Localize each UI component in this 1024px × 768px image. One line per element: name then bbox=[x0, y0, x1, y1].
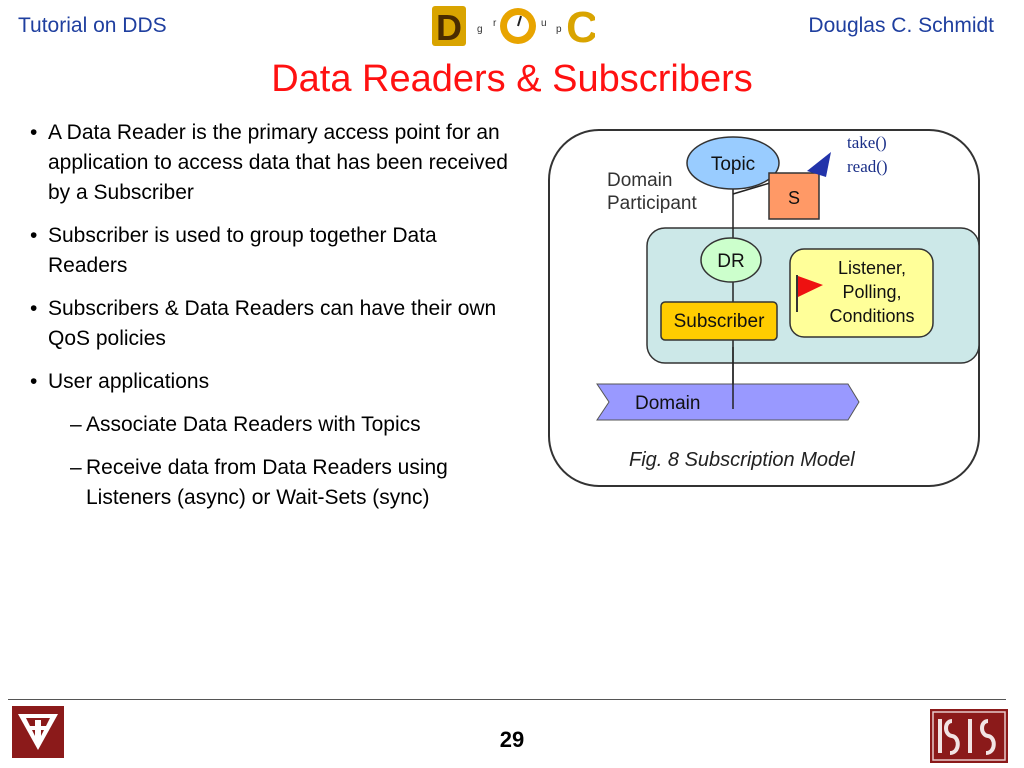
domain-participant-label-line2: Participant bbox=[607, 193, 697, 214]
header-author: Douglas C. Schmidt bbox=[808, 14, 994, 37]
logo-letter-d: D bbox=[436, 7, 462, 48]
logo-letter-u: u bbox=[541, 18, 547, 29]
dr-node bbox=[700, 237, 762, 283]
s-label: S bbox=[788, 188, 800, 208]
flag-icon bbox=[798, 276, 823, 297]
doc-group-logo: D g r u p C bbox=[432, 3, 595, 50]
page-number: 29 bbox=[499, 727, 525, 752]
listener-label-line1: Listener, bbox=[838, 258, 906, 278]
bullet-item: Subscriber is used to group together Dat… bbox=[30, 221, 510, 281]
vanderbilt-logo bbox=[12, 706, 64, 758]
vanderbilt-logo-stem bbox=[35, 720, 41, 742]
sub-bullet-item: Receive data from Data Readers using Lis… bbox=[30, 453, 510, 513]
logo-letter-c: C bbox=[566, 3, 595, 50]
logo-d-block bbox=[432, 6, 466, 46]
isis-logo bbox=[930, 709, 1008, 763]
isis-logo-letters bbox=[938, 719, 996, 755]
bullet-list: A Data Reader is the primary access poin… bbox=[30, 118, 510, 526]
subscriber-label: Subscriber bbox=[674, 311, 765, 332]
header-course-title: Tutorial on DDS bbox=[18, 14, 167, 37]
footer-divider bbox=[8, 699, 1006, 700]
listener-label-line2: Polling, bbox=[842, 282, 901, 302]
bullet-item: Subscribers & Data Readers can have thei… bbox=[30, 294, 510, 354]
bullet-item: User applications bbox=[30, 367, 510, 397]
logo-clock-hand bbox=[517, 15, 522, 27]
dr-label: DR bbox=[717, 251, 744, 272]
domain-label: Domain bbox=[635, 393, 700, 414]
figure-caption: Fig. 8 Subscription Model bbox=[629, 449, 855, 471]
listener-node bbox=[789, 248, 934, 338]
vanderbilt-logo-bar bbox=[28, 726, 48, 730]
take-label: take() bbox=[847, 133, 887, 152]
listener-label-line3: Conditions bbox=[829, 306, 914, 326]
s-node bbox=[768, 172, 820, 220]
sub-bullet-item: Associate Data Readers with Topics bbox=[30, 410, 510, 440]
domain-arrow bbox=[596, 383, 860, 421]
logo-letter-p: p bbox=[556, 24, 562, 35]
logo-letter-r: r bbox=[493, 18, 497, 29]
subscriber-node bbox=[660, 301, 778, 341]
topic-node bbox=[686, 136, 780, 190]
logo-letter-g: g bbox=[477, 24, 483, 35]
subscription-model-diagram: Topic S take() read() Domain Participant… bbox=[548, 129, 980, 487]
topic-label: Topic bbox=[711, 154, 755, 175]
domain-participant-label-line1: Domain bbox=[607, 170, 672, 191]
take-read-arrow bbox=[807, 152, 831, 177]
topic-s-link bbox=[732, 182, 771, 195]
isis-logo-border bbox=[932, 711, 1006, 761]
read-label: read() bbox=[847, 157, 888, 176]
bullet-item: A Data Reader is the primary access poin… bbox=[30, 118, 510, 208]
slide-title: Data Readers & Subscribers bbox=[271, 58, 753, 100]
